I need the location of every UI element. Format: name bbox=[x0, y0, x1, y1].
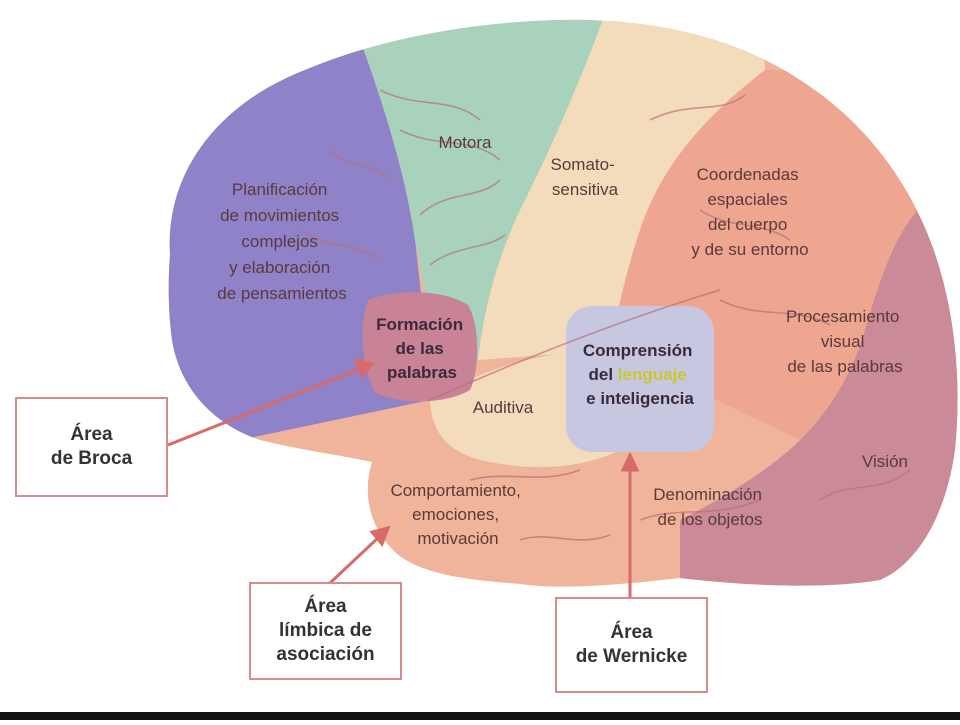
comprehension-line2: del lenguaje bbox=[589, 365, 692, 384]
label-visual-words: Procesamiento visual de las palabras bbox=[786, 307, 904, 376]
label-comprehension: Comprensión del lenguaje e inteligencia bbox=[583, 341, 697, 408]
callout-arrows bbox=[167, 357, 640, 598]
bottom-bar bbox=[0, 712, 960, 720]
callout-wernicke-line1: Área bbox=[610, 622, 653, 643]
highlight-lenguaje: lenguaje bbox=[618, 365, 687, 384]
label-behavior: Comportamiento, emociones, motivación bbox=[390, 481, 525, 548]
callout-wernicke: Área de Wernicke bbox=[555, 597, 708, 693]
callout-broca-line1: Área bbox=[70, 424, 113, 445]
callout-limbic-line1: Área bbox=[304, 596, 347, 617]
callout-broca-line2: de Broca bbox=[50, 448, 133, 469]
region-somato bbox=[478, 19, 765, 360]
label-vision: Visión bbox=[862, 452, 908, 471]
region-broca bbox=[362, 292, 478, 402]
label-somato: Somato- sensitiva bbox=[551, 155, 620, 199]
label-spatial: Coordenadas espaciales del cuerpo y de s… bbox=[691, 165, 808, 259]
label-word-formation: Formación de las palabras bbox=[376, 315, 468, 382]
arrow-wernicke-head bbox=[620, 451, 640, 472]
label-auditory: Auditiva bbox=[473, 398, 534, 417]
label-planning: Planificación de movimientos complejos y… bbox=[217, 180, 346, 303]
callout-limbic-line3: asociación bbox=[276, 644, 375, 665]
callout-limbic-line2: límbica de bbox=[279, 620, 372, 641]
callout-wernicke-line2: de Wernicke bbox=[575, 646, 688, 667]
arrow-broca bbox=[167, 366, 363, 447]
label-motor: Motora bbox=[439, 133, 492, 152]
gyri-lines bbox=[299, 89, 911, 541]
region-motor bbox=[345, 19, 610, 372]
region-wernicke bbox=[566, 306, 714, 452]
region-planning bbox=[168, 19, 430, 440]
arrow-limbic bbox=[328, 534, 382, 585]
arrow-broca-head bbox=[353, 357, 375, 379]
callout-limbic: Área límbica de asociación bbox=[249, 582, 402, 680]
label-naming: Denominación de los objetos bbox=[653, 485, 766, 529]
arrow-limbic-head bbox=[369, 525, 391, 547]
callout-broca: Área de Broca bbox=[15, 397, 168, 497]
